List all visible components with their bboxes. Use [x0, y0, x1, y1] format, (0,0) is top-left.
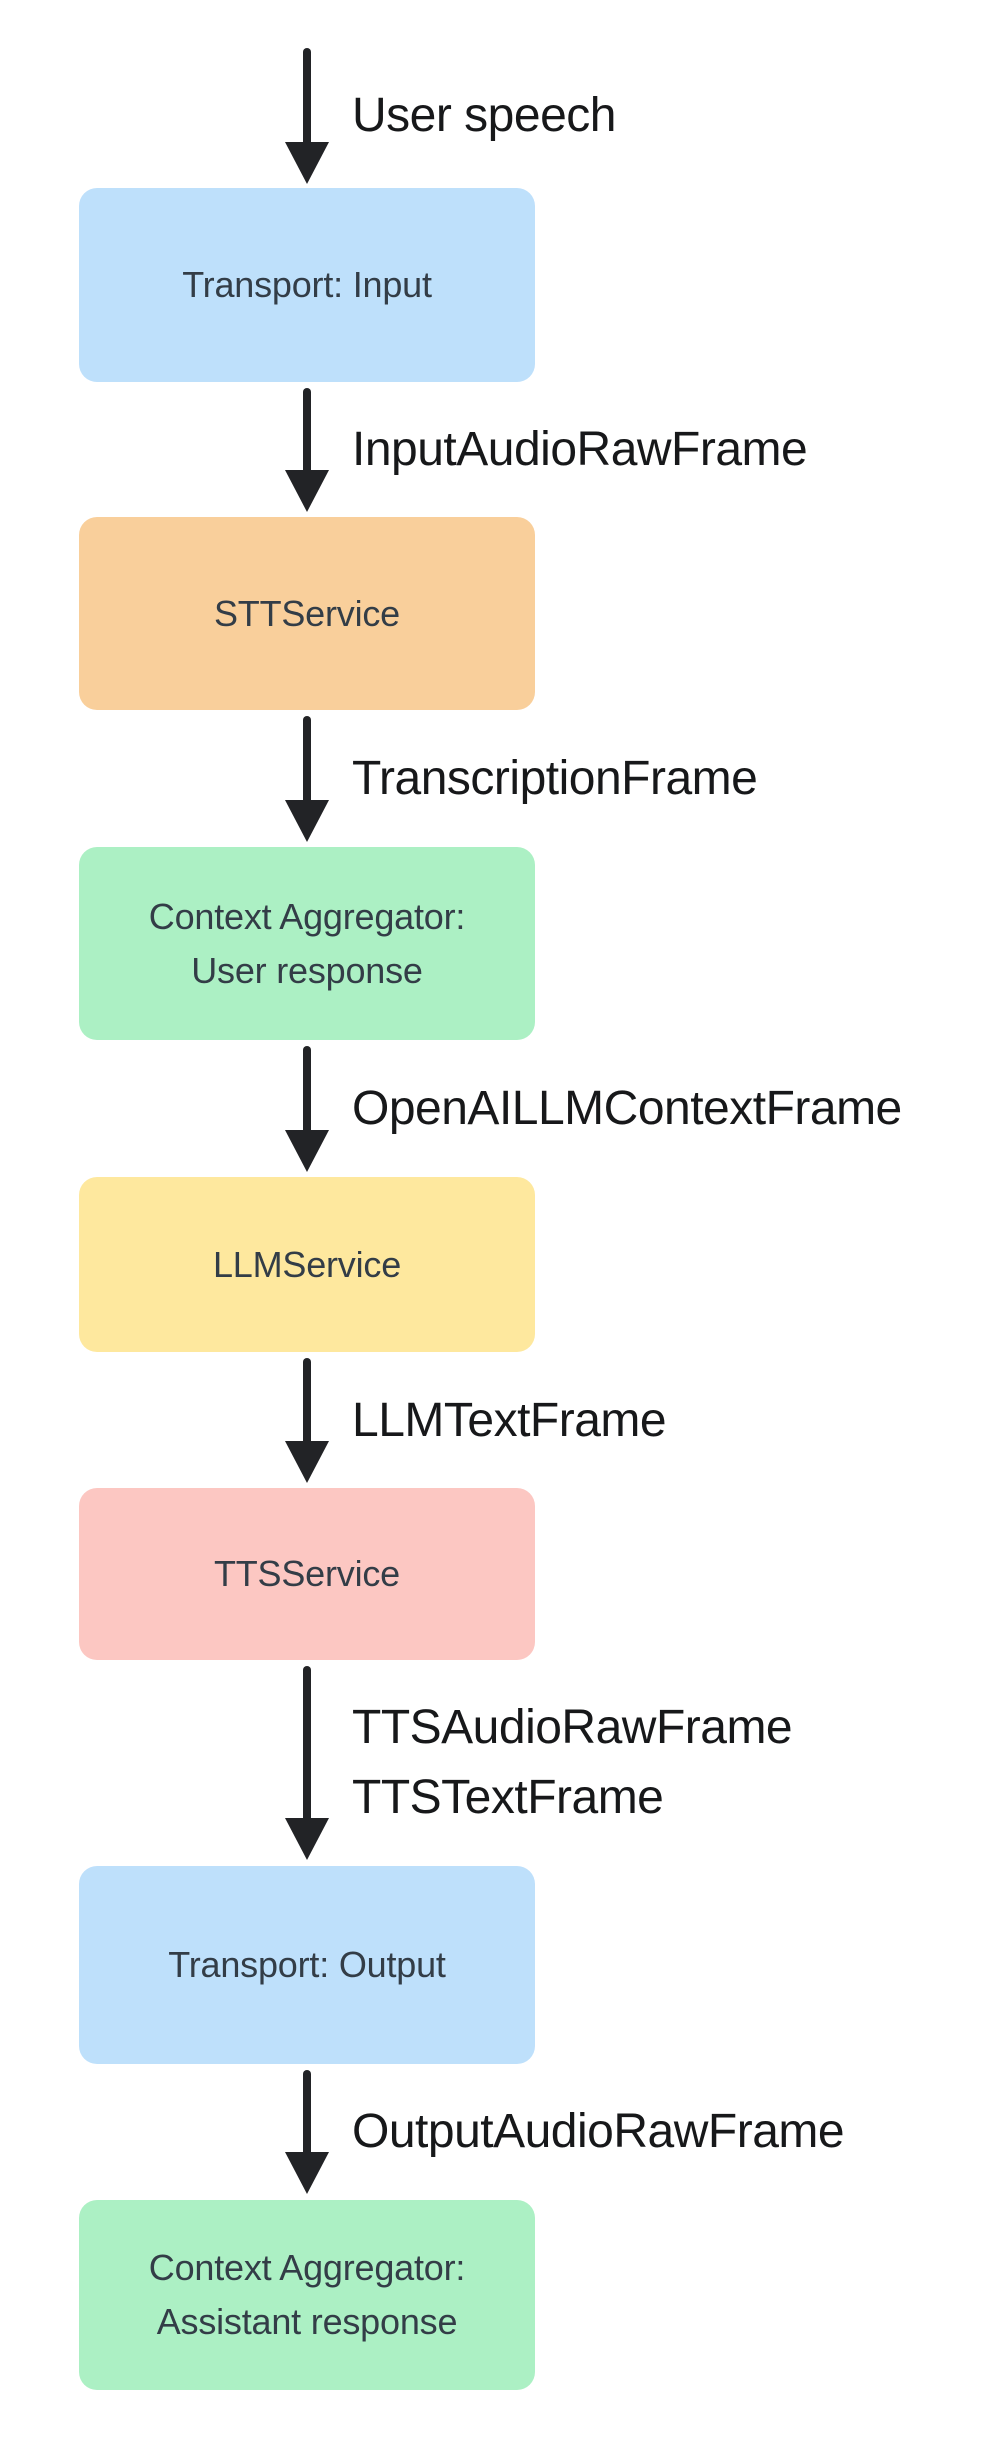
connector-llm-text-frame: LLMTextFrame	[0, 1358, 990, 1483]
node-label: LLMService	[212, 1243, 402, 1285]
node-transport-output: Transport: Output	[79, 1866, 535, 2064]
edge-label-tts-frames: TTSAudioRawFrame TTSTextFrame	[352, 1700, 793, 1824]
connector-user-speech: User speech	[0, 48, 990, 184]
edge-label-user-speech: User speech	[352, 88, 616, 142]
node-label: Context Aggregator: Assistant response	[148, 2247, 466, 2342]
arrow-head	[285, 800, 329, 842]
arrow-down-icon	[285, 48, 329, 184]
edge-label-transcription-frame: TranscriptionFrame	[352, 751, 758, 805]
connector-output-audio-raw-frame: OutputAudioRawFrame	[0, 2070, 990, 2194]
connector-openai-llm-context-frame: OpenAILLMContextFrame	[0, 1046, 990, 1172]
arrow-shaft	[303, 1666, 311, 1826]
node-context-aggregator-user: Context Aggregator: User response	[79, 847, 535, 1040]
connector-tts-frames: TTSAudioRawFrame TTSTextFrame	[0, 1666, 990, 1860]
connector-input-audio-raw-frame: InputAudioRawFrame	[0, 388, 990, 512]
node-label: Transport: Input	[182, 264, 432, 305]
arrow-down-icon	[285, 1666, 329, 1860]
node-context-aggregator-assistant: Context Aggregator: Assistant response	[79, 2200, 535, 2390]
arrow-shaft	[303, 2070, 311, 2160]
arrow-down-icon	[285, 716, 329, 842]
arrow-head	[285, 1130, 329, 1172]
arrow-shaft	[303, 388, 311, 478]
arrow-shaft	[303, 48, 311, 150]
node-tts-service: TTSService	[79, 1488, 535, 1660]
arrow-down-icon	[285, 1358, 329, 1483]
node-label: STTService	[213, 592, 401, 634]
arrow-down-icon	[285, 2070, 329, 2194]
arrow-shaft	[303, 1046, 311, 1138]
arrow-shaft	[303, 1358, 311, 1449]
arrow-down-icon	[285, 388, 329, 512]
edge-label-output-audio-raw-frame: OutputAudioRawFrame	[352, 2104, 845, 2158]
node-transport-input: Transport: Input	[79, 188, 535, 382]
arrow-head	[285, 2152, 329, 2194]
arrow-down-icon	[285, 1046, 329, 1172]
node-label: Context Aggregator: User response	[148, 895, 466, 991]
node-stt-service: STTService	[79, 517, 535, 710]
arrow-head	[285, 470, 329, 512]
arrow-head	[285, 1818, 329, 1860]
node-label: Transport: Output	[168, 1944, 446, 1985]
node-label: TTSService	[213, 1553, 401, 1594]
arrow-head	[285, 1441, 329, 1483]
arrow-head	[285, 142, 329, 184]
node-llm-service: LLMService	[79, 1177, 535, 1352]
arrow-shaft	[303, 716, 311, 808]
edge-label-openai-llm-context-frame: OpenAILLMContextFrame	[352, 1081, 902, 1135]
edge-label-input-audio-raw-frame: InputAudioRawFrame	[352, 422, 808, 476]
connector-transcription-frame: TranscriptionFrame	[0, 716, 990, 842]
edge-label-llm-text-frame: LLMTextFrame	[352, 1393, 667, 1447]
